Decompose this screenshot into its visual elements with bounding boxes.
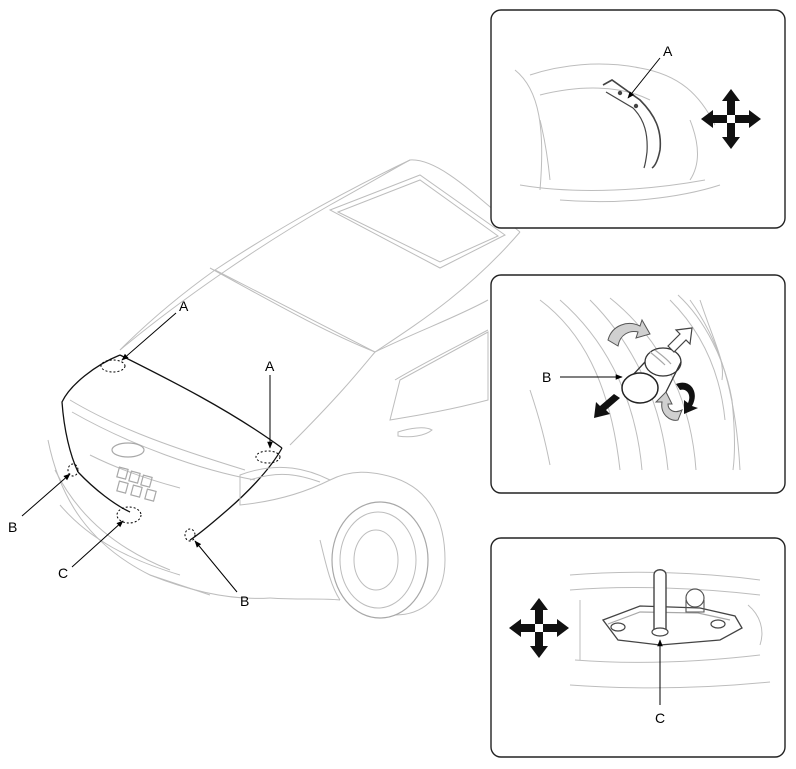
car-rear-view <box>47 159 521 619</box>
point-b-left-marker <box>67 463 79 477</box>
callout-c: C <box>58 565 68 581</box>
inset-bumper-stop-detail: B <box>490 274 786 494</box>
callout-b-bottom: B <box>240 593 249 609</box>
callout-a-right: A <box>265 358 275 374</box>
point-c-marker <box>116 506 142 524</box>
inset1-callout-a: A <box>663 43 673 59</box>
four-way-move-arrows-icon <box>509 598 569 658</box>
point-a-right-marker <box>255 450 281 464</box>
inset-striker-detail: C <box>490 537 786 758</box>
inset2-callout-b: B <box>542 369 551 385</box>
four-way-move-arrows-icon <box>701 89 761 149</box>
point-b-bottom-marker <box>184 528 196 542</box>
inset-hinge-detail: A <box>490 9 786 229</box>
point-a-left-marker <box>100 359 126 373</box>
callout-a-left: A <box>179 298 189 314</box>
inset3-callout-c: C <box>655 710 665 726</box>
callout-b-left: B <box>8 519 17 535</box>
rotation-arrows-icon <box>594 318 698 421</box>
